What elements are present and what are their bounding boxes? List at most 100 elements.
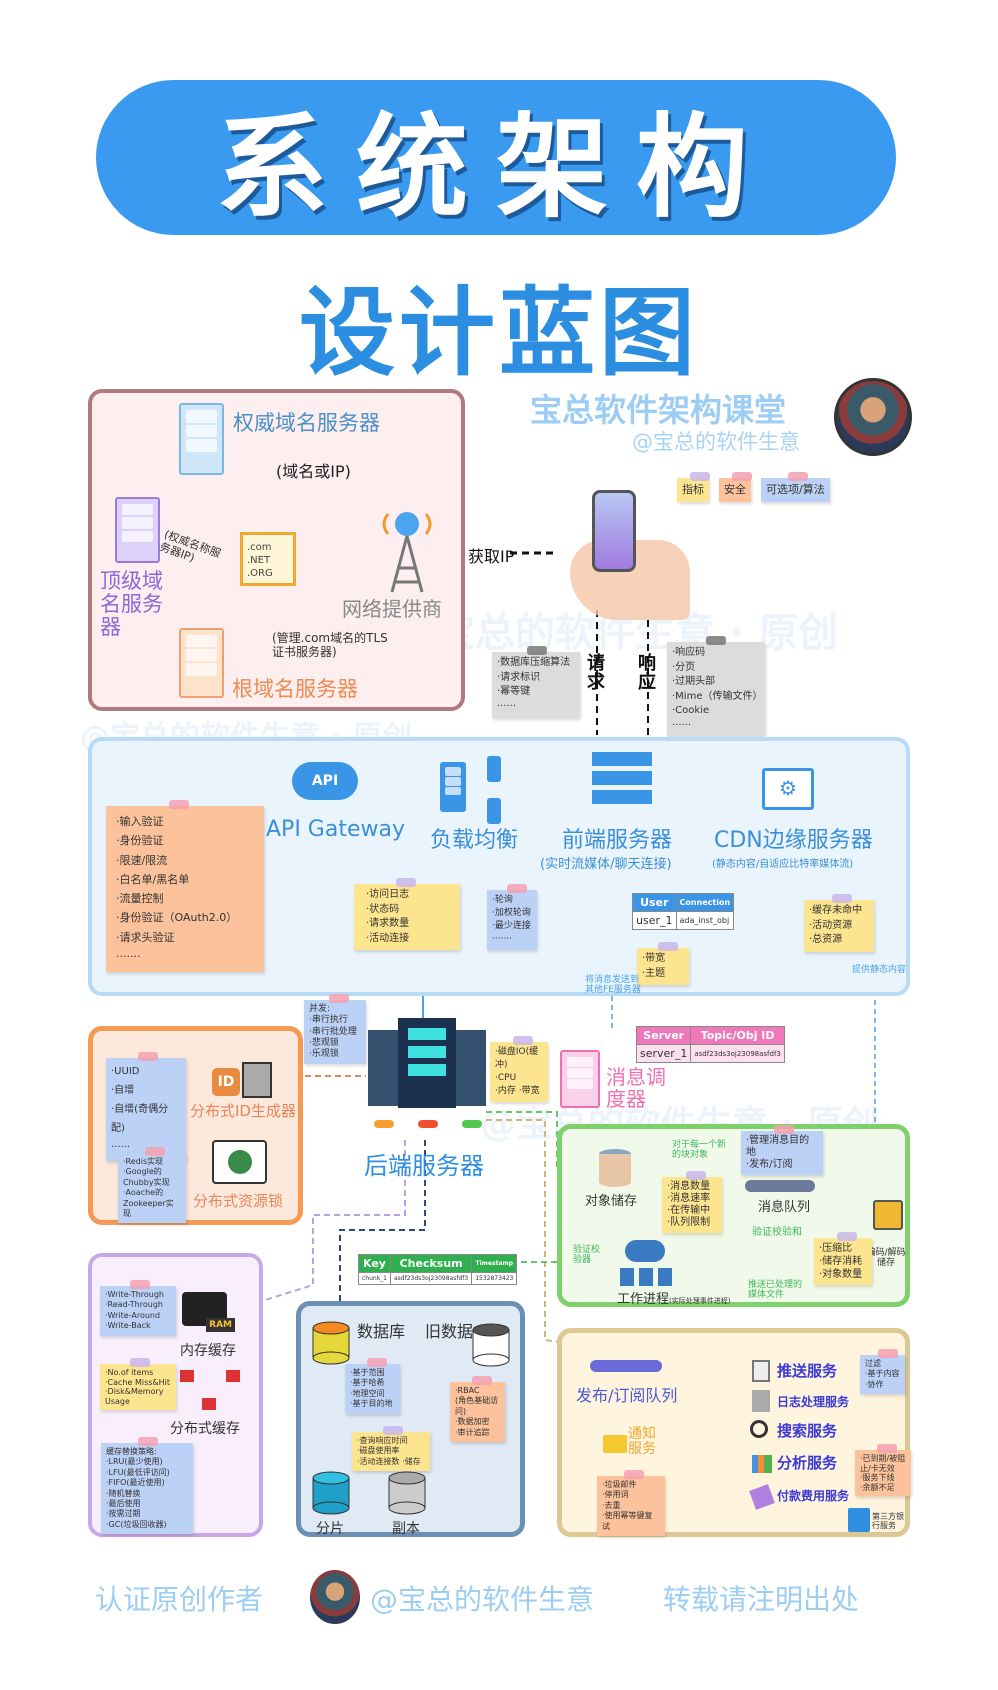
note-line: ·幂等键 [497, 686, 531, 697]
note-line: ·主题 [642, 967, 666, 979]
note-line: ·身份验证（OAuth2.0） [116, 911, 238, 925]
message-dispatcher-label[interactable]: 消息调度器 [606, 1065, 666, 1111]
cdn-icon: ⚙ [762, 768, 814, 810]
table-header: Checksum [389, 1254, 473, 1273]
note-line: ·协作 [865, 1379, 884, 1389]
note-line: ·使用幂等键复试 [602, 1511, 653, 1531]
note-line: ·Write-Back [105, 1321, 151, 1331]
push-filter-notes: 过滤·基于内容·协作 [860, 1348, 905, 1395]
note-line: ·Mime（传输文件） [672, 690, 763, 702]
database-label[interactable]: 数据库 [357, 1322, 406, 1341]
resource-lock-label[interactable]: 分布式资源锁 [193, 1192, 284, 1210]
cache-eviction-notes: 缓存替换策略:·LRU(最少使用)·LFU(最低评访问)·FIFO(最近使用)·… [101, 1436, 193, 1535]
note-line: ·加权轮询 [492, 908, 531, 919]
legend-metrics: 指标 [677, 472, 710, 502]
ram-icon: RAM [182, 1292, 235, 1332]
note-line: ·在传输中 [667, 1205, 711, 1216]
note-line: ·乐观锁 [309, 1049, 339, 1059]
note-line: ·访问日志 [366, 889, 410, 900]
push-service[interactable]: 推送服务 [777, 1362, 838, 1380]
note-line: ·串行执行 [309, 1015, 348, 1026]
distributed-cache-label[interactable]: 分布式缓存 [170, 1421, 240, 1437]
note-line: ·过期头部 [672, 676, 716, 687]
note-line: ·流量控制 [116, 892, 164, 905]
log-service[interactable]: 日志处理服务 [777, 1395, 850, 1409]
object-storage-label[interactable]: 对象储存 [585, 1194, 638, 1209]
log-icon [752, 1390, 770, 1412]
worker-label[interactable]: 工作进程(实际处理事件进程) [617, 1288, 730, 1307]
table-cell: server_1 [635, 1044, 692, 1063]
table-cell: 1532873423 [471, 1272, 518, 1285]
backend-metrics-notes: ·磁盘IO(缓冲)·CPU·内存 ·带宽 [490, 1035, 548, 1103]
note-line: ·请求数量 [366, 918, 410, 929]
note-line: ·带宽 [642, 953, 666, 964]
note-line: ·UUID [111, 1066, 140, 1077]
message-queue-label[interactable]: 消息队列 [758, 1200, 811, 1215]
note-line: ·Aoache的Zookeeper实现 [123, 1188, 174, 1218]
note-line: ·基于内容 [865, 1369, 900, 1379]
table-header: Server [635, 1026, 692, 1045]
notification-service-label[interactable]: 通知服务 [628, 1426, 656, 1457]
footer-certified: 认证原创作者 [95, 1583, 264, 1616]
backend-server-label[interactable]: 后端服务器 [364, 1152, 484, 1180]
note-line: ·CPU [495, 1073, 517, 1084]
frontend-server-icon [592, 752, 652, 818]
note-line: ·FIFO(最近使用) [106, 1478, 165, 1488]
note-line: ·Google的Chubby实现 [123, 1167, 170, 1187]
note-line: ·请求头验证 [116, 930, 175, 944]
load-balancer-target-icon [487, 798, 501, 824]
frontend-server-label[interactable]: 前端服务器 [562, 828, 673, 853]
api-gateway-label[interactable]: API Gateway [266, 817, 405, 842]
note-line: ·Write-Through [105, 1290, 164, 1299]
bank-icon [848, 1508, 870, 1532]
worker-cloud-icon [625, 1240, 665, 1262]
table-header: Connection [675, 893, 735, 912]
note-line: ·Redis实现 [123, 1157, 164, 1166]
phone-icon[interactable] [592, 490, 636, 572]
codec-storage-icon [873, 1200, 903, 1230]
note-line: ·自增 [111, 1085, 135, 1096]
note-line: ·管理消息目的地 [746, 1135, 810, 1158]
tld-server-label: 顶级域名服务器 [100, 569, 163, 640]
cdn-metrics-notes: ·缓存未命中·活动资源·总资源 [804, 894, 874, 952]
lock-implementation-notes: ·Redis实现·Google的Chubby实现·Aoache的Zookeepe… [118, 1146, 186, 1224]
note-line: ·按需过期 [106, 1509, 141, 1519]
backend-server-icon [368, 1018, 486, 1128]
note-line: ·基于范围 [350, 1368, 385, 1377]
footer-repost-notice: 转载请注明出处 [663, 1583, 860, 1616]
old-data-icon [472, 1323, 510, 1367]
cdn-label[interactable]: CDN边缘服务器 [714, 828, 873, 853]
table-cell: chunk_1 [358, 1272, 391, 1285]
id-generator-label[interactable]: 分布式ID生成器 [190, 1102, 296, 1120]
payment-service[interactable]: 付款费用服务 [777, 1489, 850, 1503]
analytics-icon [752, 1455, 772, 1473]
table-header: Key [358, 1254, 391, 1273]
title-banner: 系统架构 [96, 80, 896, 235]
api-cloud-icon: API [292, 762, 358, 800]
domain-org: .ORG [247, 568, 273, 579]
table-cell: asdf23ds3oj23098asfdf3 [690, 1044, 785, 1063]
note-line: ·GC(垃圾回收器) [106, 1519, 167, 1529]
replica-label: 副本 [392, 1521, 420, 1537]
note-line: ·地理空间 [350, 1388, 385, 1398]
note-line: ·Disk&Memory Usage [105, 1387, 164, 1406]
memory-cache-label[interactable]: 内存缓存 [180, 1343, 236, 1359]
object-storage-icon [599, 1149, 631, 1187]
analytics-service[interactable]: 分析服务 [777, 1454, 838, 1472]
domain-or-ip-label: (域名或IP) [276, 462, 351, 481]
root-server-icon [179, 628, 224, 698]
note-line: ·磁盘IO(缓冲) [495, 1047, 539, 1071]
id-icon-text: ID [217, 1074, 235, 1090]
codec-storage-label: 编码/解码储存 [866, 1248, 906, 1269]
domain-net: .NET [247, 555, 271, 566]
search-service[interactable]: 搜索服务 [777, 1422, 838, 1440]
note-line: ·审计追踪 [455, 1427, 490, 1437]
page-title: 系统架构 [216, 102, 776, 233]
load-balancer-label[interactable]: 负载均衡 [430, 828, 519, 853]
pubsub-queue-label[interactable]: 发布/订阅队列 [576, 1386, 678, 1405]
note-line: ·基于哈希 [350, 1378, 385, 1388]
old-data-label: 旧数据 [425, 1322, 474, 1341]
note-line: ·压缩比 [819, 1243, 853, 1254]
note-line: (角色基础访问) [455, 1396, 499, 1416]
